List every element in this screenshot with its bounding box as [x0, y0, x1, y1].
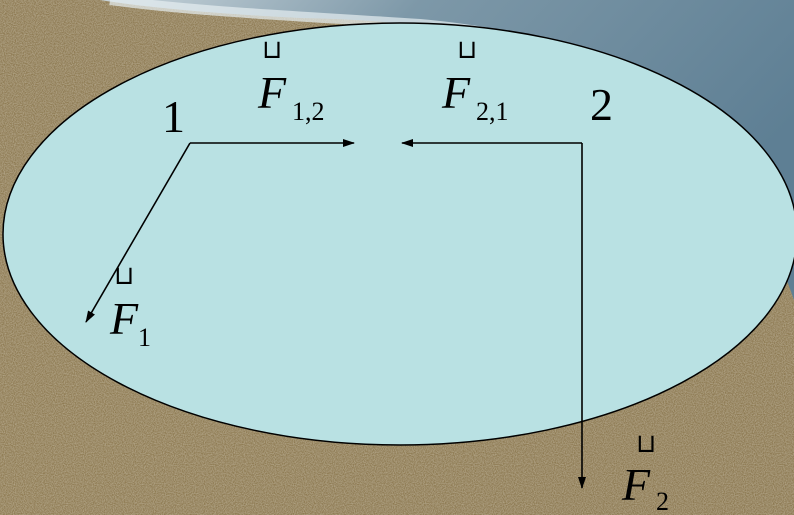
force-label-f12: ⊔ F 1,2: [257, 35, 325, 126]
force-symbol: F: [441, 67, 471, 118]
force-label-f1: ⊔ F 1: [109, 261, 151, 352]
system-boundary-ellipse: [2, 22, 794, 446]
vector-accent: ⊔: [636, 429, 656, 458]
force-symbol: F: [109, 293, 139, 344]
vector-accent: ⊔: [457, 35, 477, 64]
force-label-f21: ⊔ F 2,1: [441, 35, 509, 126]
force-arrow-f1: [85, 142, 191, 323]
vector-accent: ⊔: [114, 261, 134, 290]
point-label-1: 1: [162, 91, 185, 142]
vector-accent: ⊔: [262, 35, 282, 64]
point-label-2: 2: [590, 79, 613, 130]
force-subscript: 2: [656, 487, 669, 515]
force-subscript: 2,1: [476, 97, 509, 126]
force-symbol: F: [257, 67, 287, 118]
force-subscript: 1: [138, 323, 151, 352]
force-label-f2: ⊔ F 2: [621, 429, 669, 515]
force-subscript: 1,2: [292, 97, 325, 126]
force-symbol: F: [621, 459, 651, 510]
